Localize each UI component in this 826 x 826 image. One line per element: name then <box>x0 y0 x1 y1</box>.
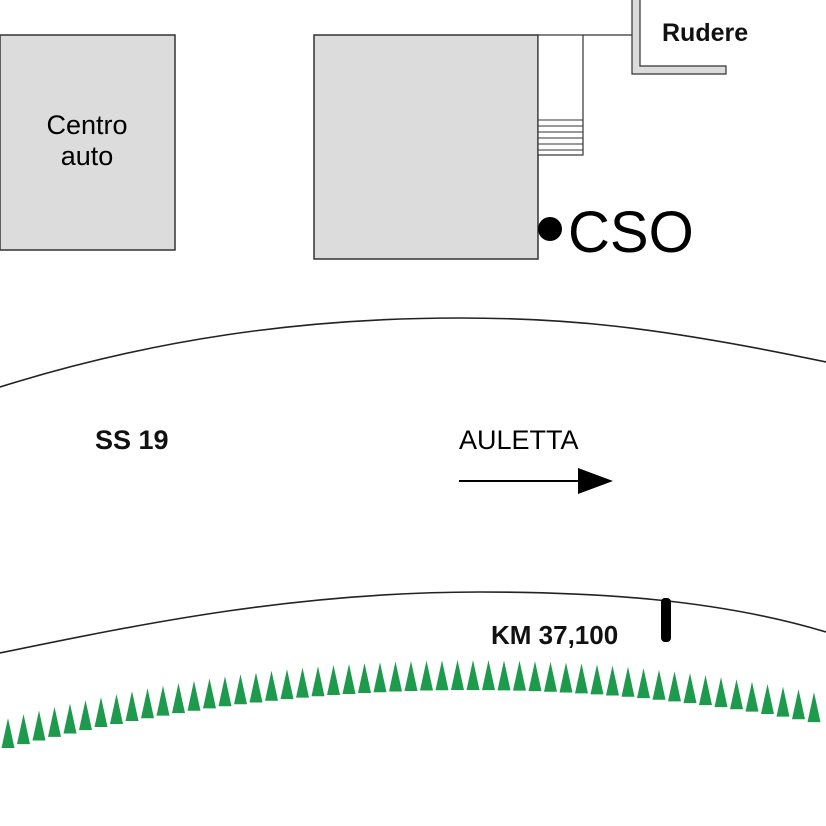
right-arrow-icon <box>459 468 613 494</box>
building-centro-auto-label-2: auto <box>61 141 114 171</box>
hedge-triangle <box>606 665 619 696</box>
building-rudere <box>631 0 727 75</box>
hedge-triangle <box>513 660 526 691</box>
cso-label: CSO <box>568 200 694 265</box>
hedge-triangle <box>621 666 635 697</box>
building-centro-auto-label-1: Centro <box>46 110 127 140</box>
hedge-triangle <box>342 663 356 694</box>
building-centro-auto <box>0 34 176 251</box>
hedge-triangle <box>327 665 340 696</box>
hedge-triangle <box>79 700 92 731</box>
stair-annex <box>537 34 584 156</box>
hedge-triangle <box>358 663 371 694</box>
hedge-triangle <box>575 663 588 694</box>
hedge-triangle <box>466 660 480 691</box>
hedge-triangle <box>435 660 449 691</box>
hedge-triangle <box>280 669 294 700</box>
hedge-triangle <box>637 668 650 699</box>
hedge-triangle <box>420 660 433 691</box>
hedge-triangle <box>652 669 666 700</box>
hedge-triangle <box>389 661 402 692</box>
hedge-triangle <box>590 664 604 695</box>
hedge-triangle <box>373 662 387 693</box>
hedge-triangle <box>187 680 201 711</box>
hedge-triangle <box>1 717 15 748</box>
hedge-triangle <box>497 660 511 691</box>
hedge-triangle <box>792 689 805 720</box>
hedge-triangle <box>776 686 790 717</box>
road-edge-south <box>0 591 826 654</box>
building-main <box>313 34 539 260</box>
direction-label: AULETTA <box>459 425 579 455</box>
hedge-triangle <box>699 675 712 706</box>
hedge-triangle <box>172 683 185 714</box>
hedge-triangle <box>482 660 495 691</box>
hedge-triangle <box>311 666 325 697</box>
hedge-triangle <box>125 691 139 722</box>
hedge-triangle <box>668 671 681 702</box>
hedge-triangle <box>218 676 232 707</box>
hedge-triangle <box>17 714 30 745</box>
hedge-triangle <box>761 684 774 715</box>
hedge-triangle <box>32 710 46 741</box>
hedge-triangle <box>745 681 759 712</box>
hedge-triangle <box>807 692 821 723</box>
milestone-icon <box>661 598 671 642</box>
hedge-triangle <box>451 660 464 691</box>
hedge-triangle <box>265 670 278 701</box>
hedge-triangle <box>249 672 263 703</box>
cso-marker-icon <box>538 217 562 241</box>
hedge-triangle <box>234 674 247 705</box>
vegetation-hedge <box>1 660 821 748</box>
hedge-triangle <box>296 667 309 698</box>
stair-steps <box>538 119 583 151</box>
hedge-triangle <box>528 661 542 692</box>
km-label: KM 37,100 <box>491 620 618 650</box>
hedge-triangle <box>683 673 697 704</box>
hedge-triangle <box>141 688 154 719</box>
hedge-triangle <box>559 662 573 693</box>
hedge-triangle <box>94 696 108 727</box>
building-rudere-label: Rudere <box>662 19 748 47</box>
hedge-triangle <box>48 706 61 737</box>
hedge-triangle <box>203 678 216 709</box>
hedge-triangle <box>156 685 170 716</box>
hedge-triangle <box>544 661 557 692</box>
hedge-triangle <box>714 677 728 708</box>
hedge-triangle <box>730 679 743 710</box>
road-name-label: SS 19 <box>95 425 169 455</box>
hedge-triangle <box>110 693 123 724</box>
hedge-triangle <box>63 703 77 734</box>
hedge-triangle <box>404 660 418 691</box>
road-edge-north <box>0 317 826 388</box>
